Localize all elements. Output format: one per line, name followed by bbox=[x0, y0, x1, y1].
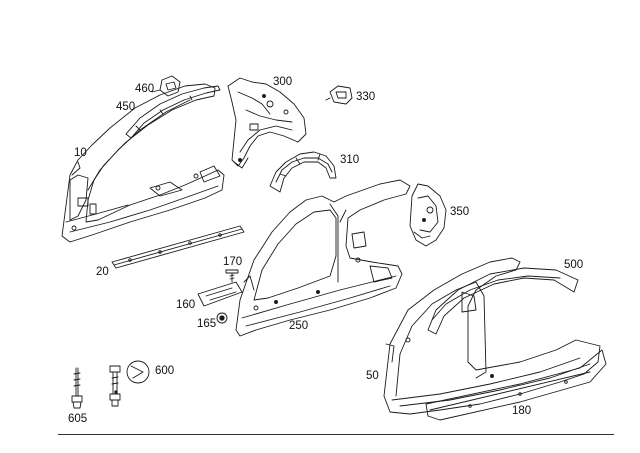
label-20: 20 bbox=[96, 266, 109, 278]
part-50-side-outer-panel[interactable] bbox=[383, 257, 601, 415]
label-460: 460 bbox=[135, 83, 155, 95]
part-605-bolt[interactable] bbox=[71, 367, 83, 409]
part-180-lower-sill[interactable] bbox=[425, 349, 607, 421]
part-300-rear-quarter-inner[interactable] bbox=[227, 77, 307, 169]
part-160-insert[interactable] bbox=[197, 281, 243, 307]
part-165-grommet[interactable] bbox=[216, 312, 228, 324]
part-500-roof-rail[interactable] bbox=[427, 267, 579, 335]
baseline-divider bbox=[58, 434, 614, 435]
part-350-rear-inner-panel[interactable] bbox=[409, 183, 447, 247]
part-600-bolt-clip[interactable] bbox=[109, 360, 150, 407]
part-170-screw[interactable] bbox=[225, 269, 239, 283]
part-460-bracket[interactable] bbox=[151, 75, 181, 97]
label-250: 250 bbox=[289, 320, 309, 332]
label-600: 600 bbox=[155, 365, 175, 377]
part-450-roof-reinforcement[interactable] bbox=[125, 85, 221, 139]
label-310: 310 bbox=[340, 154, 360, 166]
part-250-side-frame[interactable] bbox=[235, 179, 411, 337]
label-10: 10 bbox=[74, 147, 87, 159]
label-160: 160 bbox=[176, 299, 196, 311]
label-450: 450 bbox=[116, 101, 136, 113]
part-20-sill-strip[interactable] bbox=[111, 225, 245, 269]
label-330: 330 bbox=[356, 91, 376, 103]
label-350: 350 bbox=[450, 206, 470, 218]
label-605: 605 bbox=[68, 413, 88, 425]
part-10-side-frame[interactable] bbox=[61, 83, 225, 243]
label-165: 165 bbox=[197, 318, 217, 330]
part-310-wheel-arch[interactable] bbox=[269, 151, 337, 193]
label-170: 170 bbox=[223, 256, 243, 268]
label-180: 180 bbox=[512, 405, 532, 417]
label-500: 500 bbox=[564, 259, 584, 271]
part-330-bracket[interactable] bbox=[325, 85, 353, 105]
label-300: 300 bbox=[273, 76, 293, 88]
label-50: 50 bbox=[366, 370, 379, 382]
